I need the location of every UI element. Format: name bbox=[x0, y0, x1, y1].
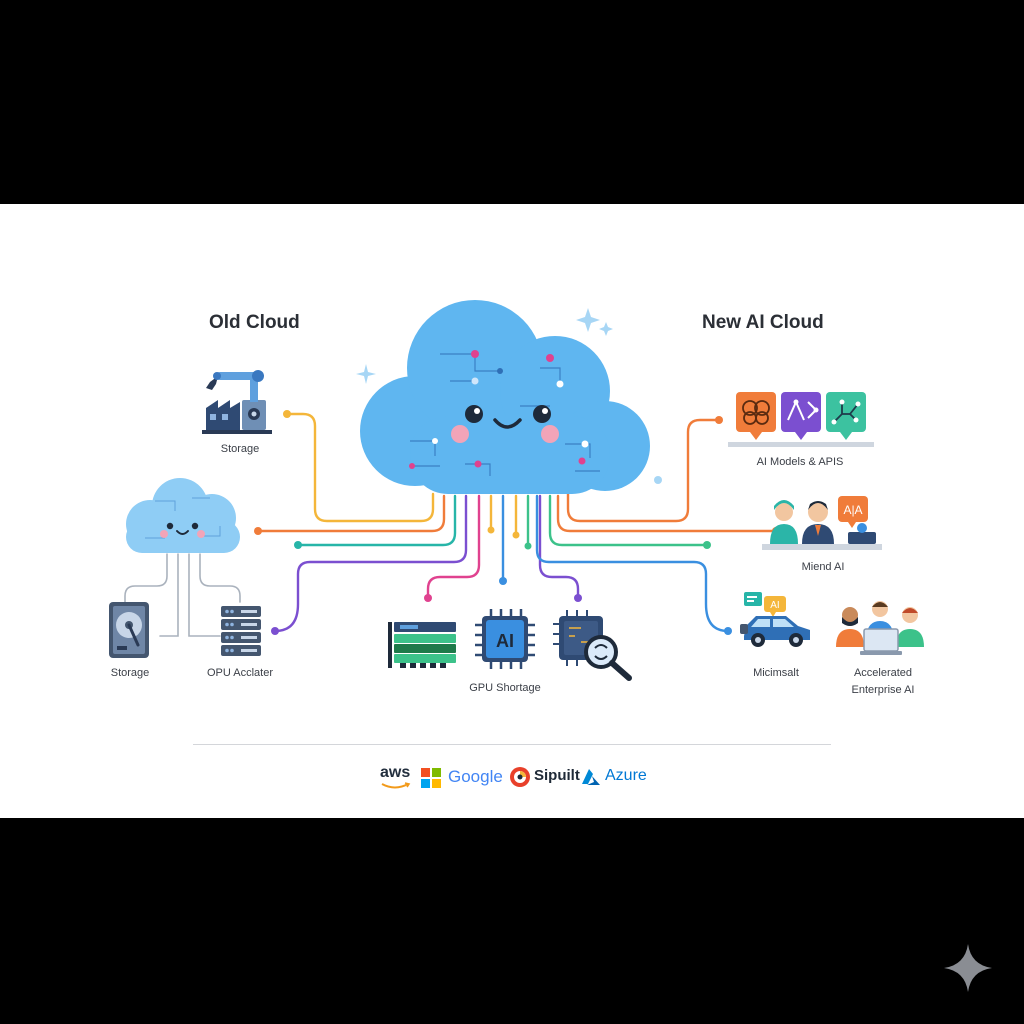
wire-teal-left bbox=[296, 494, 457, 547]
wire-yellow-storage bbox=[285, 412, 435, 523]
wire-green-right bbox=[548, 494, 709, 547]
sparkle-icon bbox=[576, 308, 613, 336]
robot-arm-factory-icon bbox=[202, 370, 272, 434]
gpu-shortage-label: GPU Shortage bbox=[469, 682, 541, 694]
sipuilt-logo: Sipuilt bbox=[534, 767, 580, 784]
wire-gray-3 bbox=[188, 553, 221, 637]
old-cloud-heading: Old Cloud bbox=[209, 312, 300, 333]
wire-blue-car bbox=[535, 494, 730, 633]
aws-text: aws bbox=[380, 764, 411, 781]
sipuilt-text: Sipuilt bbox=[534, 767, 580, 784]
server-rack-icon bbox=[221, 606, 261, 656]
google-logo-icon: Google bbox=[448, 767, 503, 787]
ai-chip-text: AI bbox=[496, 631, 514, 651]
diagram-panel: Old Cloud New AI Cloud bbox=[0, 204, 1024, 818]
miend-ai-label: Miend AI bbox=[801, 561, 845, 573]
wire-gray-4 bbox=[199, 553, 241, 603]
microsoft-logo-icon bbox=[421, 768, 441, 788]
wire-gray-2 bbox=[159, 553, 179, 637]
team-laptop-icon bbox=[836, 601, 924, 655]
wire-purple-opu bbox=[273, 494, 468, 633]
cloud-face bbox=[451, 405, 559, 443]
sparkle-icon bbox=[356, 364, 376, 384]
old-cloud-icon bbox=[126, 478, 240, 553]
azure-logo: Azure bbox=[605, 767, 647, 785]
azure-logo-icon bbox=[582, 769, 600, 785]
sparkle-icon bbox=[944, 944, 992, 992]
ai-models-apis-label: AI Models & APIS bbox=[756, 456, 844, 468]
google-text: Google bbox=[448, 767, 503, 786]
main-cloud-icon bbox=[360, 300, 650, 494]
opu-accelerator-label: OPU Acclater bbox=[206, 667, 274, 679]
aws-smile-icon bbox=[381, 782, 411, 789]
car-icon: AI bbox=[740, 592, 810, 647]
connector-lines bbox=[124, 410, 780, 637]
ai-models-apis-icon bbox=[728, 392, 874, 447]
accelerated-line-2: Enterprise AI bbox=[851, 684, 915, 696]
wire-gray-1 bbox=[124, 553, 168, 603]
people-icon: A|A bbox=[762, 496, 882, 550]
hard-drive-icon bbox=[109, 602, 149, 658]
accelerated-line-1: Accelerated bbox=[853, 667, 913, 679]
brain-icon bbox=[736, 392, 776, 440]
storage-bottom-label: Storage bbox=[110, 667, 150, 679]
chip-search-icon bbox=[553, 610, 632, 681]
dot-decoration bbox=[654, 476, 662, 484]
network-icon bbox=[781, 392, 821, 440]
gpu-card-icon bbox=[388, 622, 456, 668]
car-bubble-text: AI bbox=[770, 600, 779, 611]
wire-orange-old-cloud bbox=[256, 494, 446, 533]
divider bbox=[193, 744, 831, 745]
circuit-icon bbox=[826, 392, 866, 440]
wire-pink-gpu bbox=[426, 494, 481, 600]
new-ai-cloud-heading: New AI Cloud bbox=[702, 312, 824, 333]
sipuilt-logo-icon bbox=[510, 767, 530, 787]
storage-top-label: Storage bbox=[220, 443, 260, 455]
aws-logo: aws bbox=[380, 764, 410, 782]
wire-purple-search bbox=[538, 494, 580, 600]
wire-orange-models bbox=[566, 418, 721, 523]
ai-chip-icon: AI bbox=[475, 609, 535, 669]
wire-orange-people bbox=[556, 494, 778, 533]
accelerated-enterprise-label: Accelerated Enterprise AI bbox=[838, 665, 928, 699]
micimsalt-label: Micimsalt bbox=[753, 667, 799, 679]
people-bubble-text: A|A bbox=[843, 503, 862, 517]
azure-text: Azure bbox=[605, 767, 647, 784]
